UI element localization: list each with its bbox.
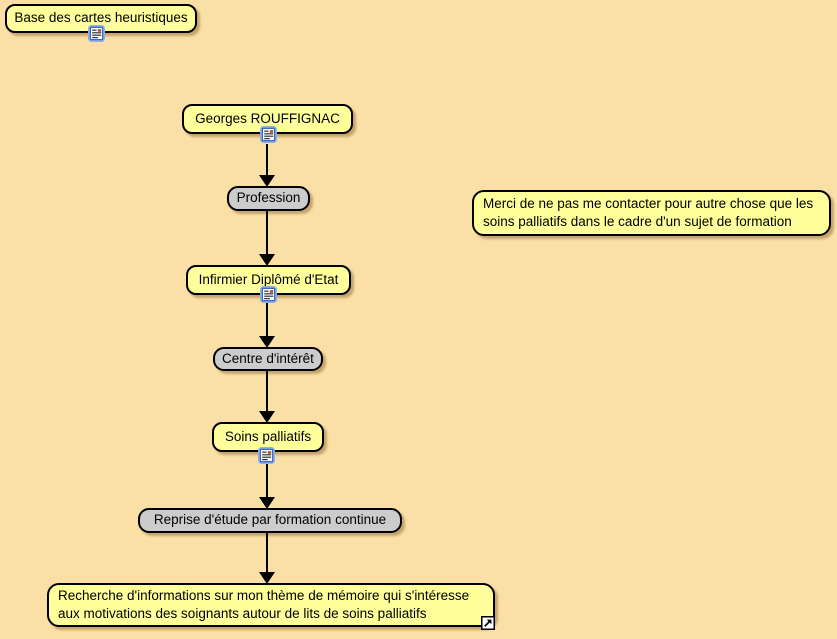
node-profession[interactable]: Profession bbox=[227, 186, 310, 211]
connector-arrow bbox=[259, 144, 275, 187]
node-label: Reprise d'étude par formation continue bbox=[153, 512, 387, 528]
connector-arrow bbox=[259, 370, 275, 423]
arrow-shaft bbox=[266, 303, 268, 337]
node-reprise-etude[interactable]: Reprise d'étude par formation continue bbox=[138, 508, 402, 533]
arrow-head bbox=[259, 254, 275, 266]
node-infirmier-diplome-etat[interactable]: Infirmier Diplômé d'Etat bbox=[186, 265, 351, 295]
arrow-head bbox=[259, 497, 275, 509]
arrow-shaft bbox=[266, 210, 268, 255]
node-label: Centre d'intérêt bbox=[222, 350, 314, 366]
arrow-shaft bbox=[266, 464, 268, 498]
node-label: Georges ROUFFIGNAC bbox=[195, 110, 340, 126]
connector-arrow bbox=[259, 210, 275, 266]
node-label: Recherche d'informations sur mon thème d… bbox=[58, 587, 470, 621]
arrow-head bbox=[259, 572, 275, 584]
node-label: Profession bbox=[236, 190, 301, 206]
node-centre-interet[interactable]: Centre d'intérêt bbox=[213, 347, 323, 371]
note-icon[interactable] bbox=[260, 286, 277, 303]
arrow-shaft bbox=[266, 532, 268, 573]
note-icon[interactable] bbox=[260, 126, 277, 143]
node-label: Merci de ne pas me contacter pour autre … bbox=[483, 195, 814, 229]
node-contact-note[interactable]: Merci de ne pas me contacter pour autre … bbox=[472, 190, 831, 236]
node-label: Infirmier Diplômé d'Etat bbox=[198, 271, 339, 287]
connector-arrow bbox=[259, 532, 275, 584]
connector-arrow bbox=[259, 303, 275, 348]
external-link-icon[interactable] bbox=[481, 616, 495, 630]
arrow-head bbox=[259, 336, 275, 348]
arrow-shaft bbox=[266, 144, 268, 176]
node-label: Soins palliatifs bbox=[224, 428, 312, 444]
arrow-head bbox=[259, 175, 275, 187]
node-recherche-informations[interactable]: Recherche d'informations sur mon thème d… bbox=[47, 583, 495, 627]
node-label: Base des cartes heuristiques bbox=[14, 10, 188, 26]
arrow-head bbox=[259, 411, 275, 423]
note-icon[interactable] bbox=[88, 25, 105, 42]
note-icon[interactable] bbox=[258, 447, 275, 464]
arrow-shaft bbox=[266, 370, 268, 412]
connector-arrow bbox=[259, 464, 275, 509]
